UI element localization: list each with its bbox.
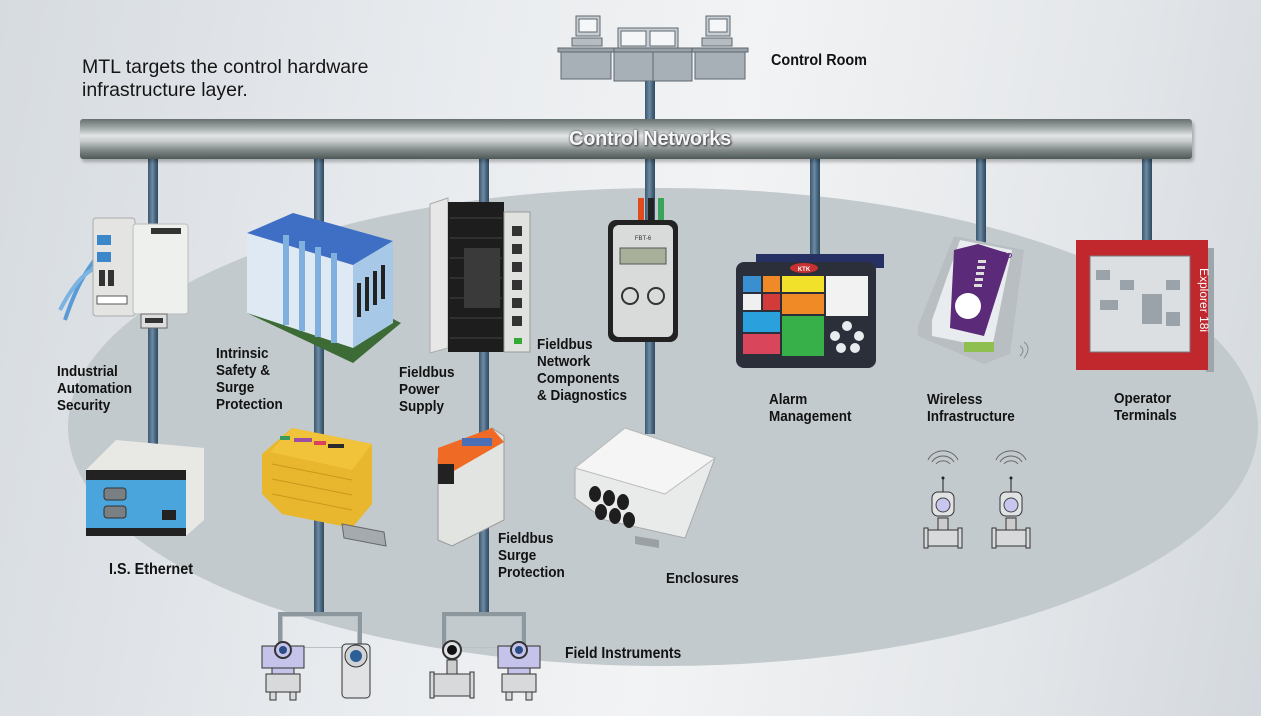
label-is-ethernet: I.S. Ethernet xyxy=(109,561,194,578)
surge-module-icon[interactable] xyxy=(252,424,392,554)
drop-line-wireless xyxy=(976,159,986,249)
level-transmitter-icon[interactable] xyxy=(338,640,374,702)
label-enclosures: Enclosures xyxy=(666,570,739,587)
diagnostic-meter-icon[interactable]: FBT-6 xyxy=(600,198,680,348)
intro-text: MTL targets the control hardware infrast… xyxy=(82,56,412,102)
wireless-instrument-icon[interactable] xyxy=(988,440,1034,560)
control-network-bus[interactable] xyxy=(80,119,1192,159)
ethernet-switch-icon[interactable] xyxy=(86,440,204,540)
power-supply-icon[interactable] xyxy=(420,197,535,358)
enclosure-box-icon[interactable] xyxy=(573,427,717,554)
annunciator-panel-icon[interactable]: KTK xyxy=(736,254,884,368)
label-wireless-infrastructure: Wireless Infrastructure xyxy=(927,391,1015,425)
label-alarm-management: Alarm Management xyxy=(769,391,852,425)
pressure-transmitter-icon[interactable] xyxy=(496,640,542,702)
label-fieldbus-power-supply: Fieldbus Power Supply xyxy=(399,364,455,415)
label-fieldbus-network-components-diagnostics: Fieldbus Network Components & Diagnostic… xyxy=(537,336,628,404)
workstation-icon[interactable] xyxy=(557,14,749,84)
label-intrinsic-safety-surge-protection: Intrinsic Safety & Surge Protection xyxy=(216,345,283,413)
intro-line-1: MTL targets the control hardware xyxy=(82,56,369,78)
isolator-rack-icon[interactable] xyxy=(243,213,403,363)
alarm-brand: KTK xyxy=(798,267,811,273)
control-room-link xyxy=(645,81,655,119)
field-pipe-right xyxy=(442,612,526,648)
wireless-brand: ELPRO xyxy=(988,249,1014,260)
operator-terminal-icon[interactable]: Explorer 18i xyxy=(1076,240,1216,372)
wireless-gateway-icon[interactable]: ELPRO xyxy=(914,236,1034,366)
pressure-transmitter-icon[interactable] xyxy=(260,640,306,702)
drop-line-fieldbus xyxy=(479,159,489,614)
label-field-instruments: Field Instruments xyxy=(565,645,682,662)
security-module-icon[interactable] xyxy=(55,210,195,340)
control-room-label: Control Room xyxy=(771,52,867,69)
meter-brand: FBT-6 xyxy=(635,236,652,242)
label-operator-terminals: Operator Terminals xyxy=(1114,390,1177,424)
intro-line-2: infrastructure layer. xyxy=(82,79,248,101)
terminal-name: Explorer 18i xyxy=(1197,268,1211,332)
flow-meter-icon[interactable] xyxy=(428,640,476,702)
drop-line-terminals xyxy=(1142,159,1152,249)
label-industrial-automation-security: Industrial Automation Security xyxy=(57,363,132,414)
fieldbus-surge-module-icon[interactable] xyxy=(432,427,507,547)
drop-line-intrinsic-safety xyxy=(314,159,324,614)
wireless-instrument-icon[interactable] xyxy=(920,440,966,560)
drop-line-alarm xyxy=(810,159,820,259)
field-pipe-left xyxy=(278,612,362,648)
label-fieldbus-surge-protection: Fieldbus Surge Protection xyxy=(498,530,565,581)
control-network-label: Control Networks xyxy=(569,128,731,150)
